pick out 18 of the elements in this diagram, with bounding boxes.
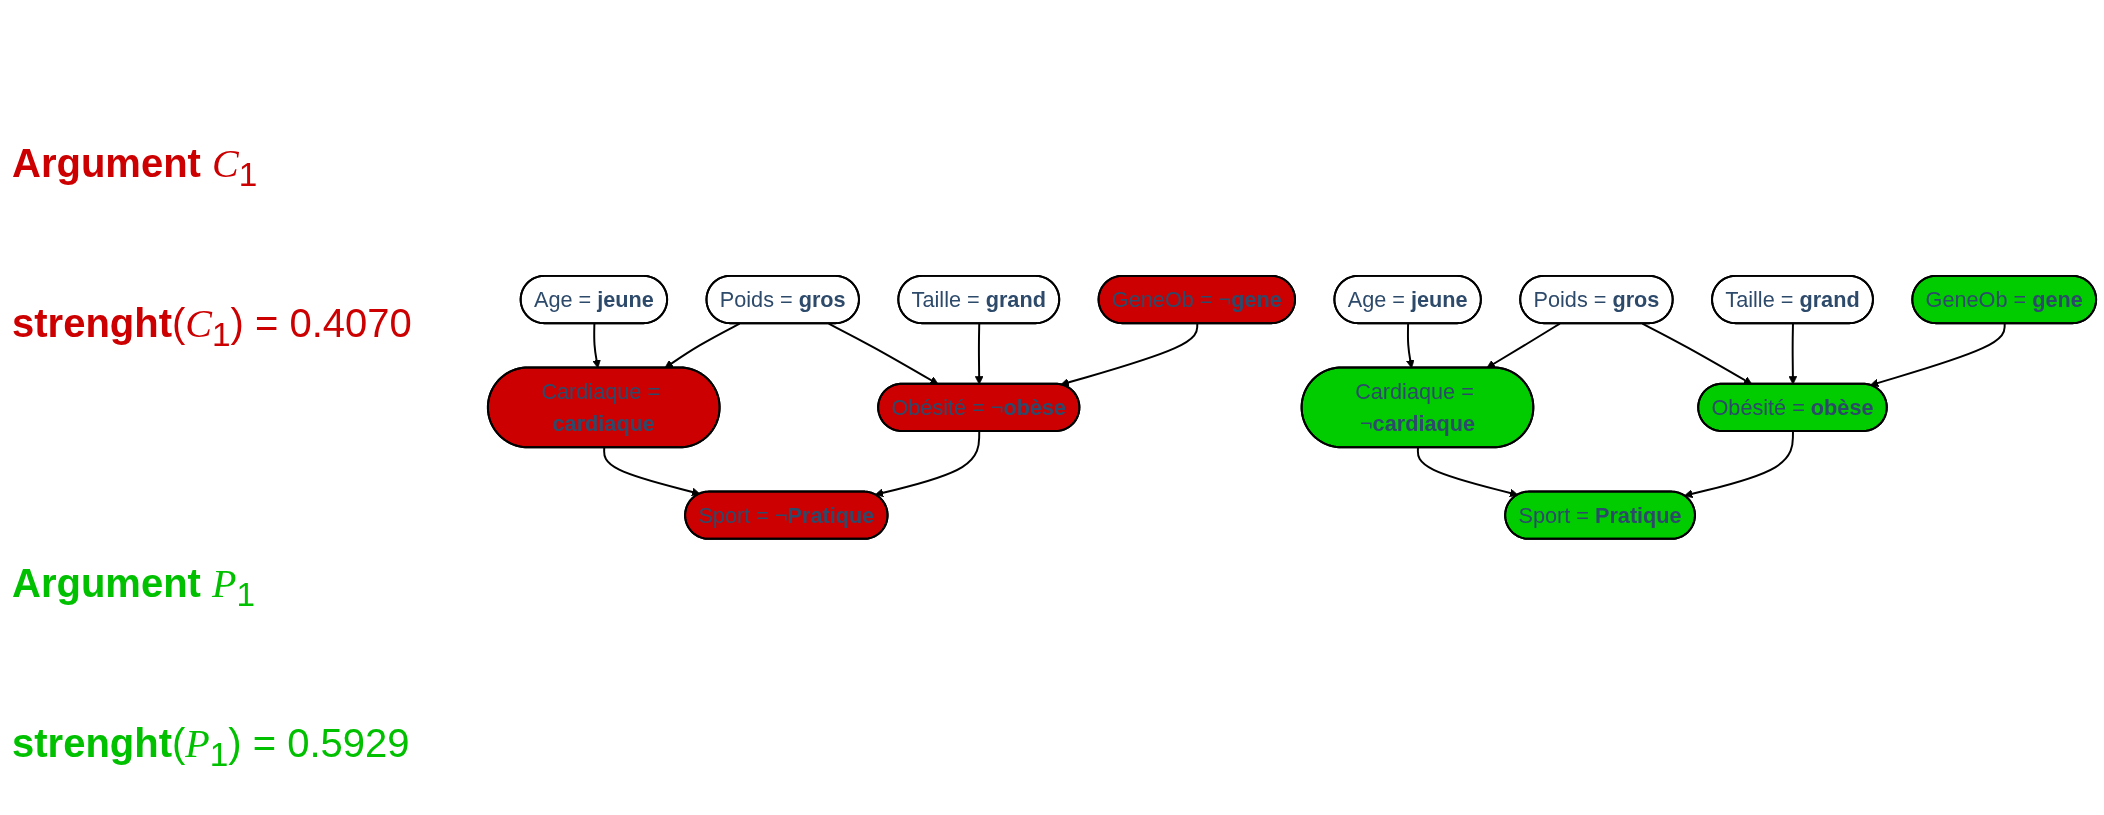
arrow [874,430,981,498]
arrow [592,322,601,369]
arrow [1486,322,1561,369]
arrow [1684,430,1794,499]
arrow [974,322,984,385]
arrow [1788,322,1798,385]
argument-title: Argument C$_{1}$ [12,140,258,194]
strength-value: strenght(P$_{1}$) = 0.5929 [12,720,410,774]
arrow [827,322,939,385]
argument-title: Argument P$_{1}$ [12,560,255,614]
arrow [603,446,701,497]
arrow [1060,322,1199,387]
arrow [1641,322,1753,385]
strength-value: strenght(C$_{1}$) = 0.4070 [12,300,412,354]
arrow [1869,322,2006,388]
arrow [1416,446,1519,498]
arrow [664,322,741,369]
arrow [1406,322,1415,369]
